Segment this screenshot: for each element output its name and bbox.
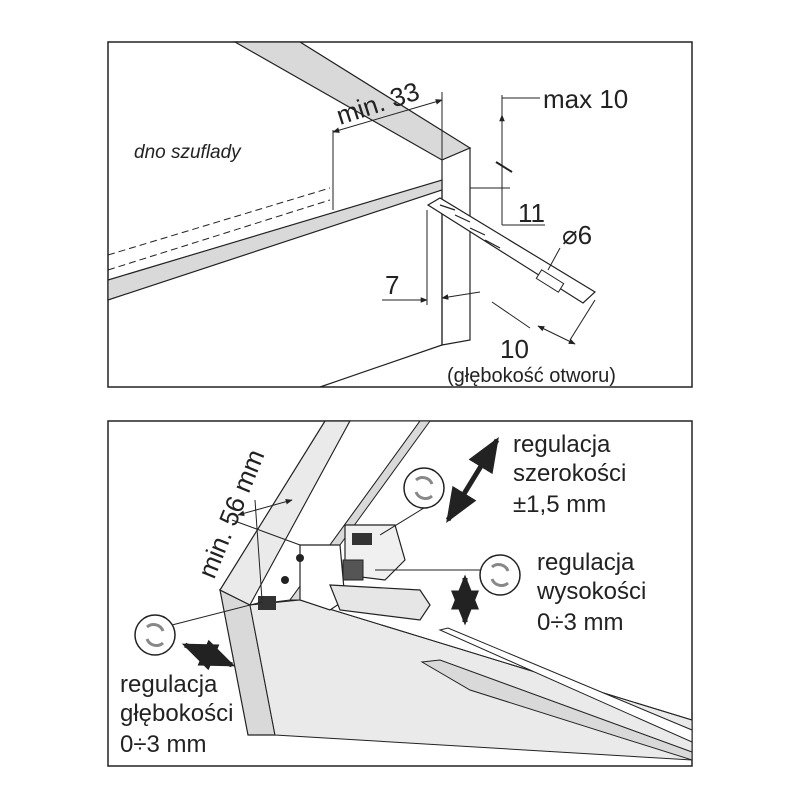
depth-adjust-arrow [181, 639, 236, 671]
drawer-bottom-label: dno szuflady [134, 142, 242, 163]
min56-ext-2 [254, 499, 263, 601]
depth-ext-1 [491, 301, 531, 329]
width-adjust-leader [379, 507, 425, 536]
max10-label: max 10 [543, 84, 628, 114]
dim11-label: 11 [518, 198, 545, 228]
min56-ext-1 [231, 519, 301, 546]
height-adj-line3: 0÷3 mm [537, 609, 624, 636]
width-rotate-glyph [414, 475, 434, 501]
hole-mark [495, 161, 513, 173]
depth-adjust-screw [258, 596, 276, 610]
hidden-line-2 [107, 199, 331, 271]
bottom-panel: min. 56 mm regulacja szerokości ±1,5 mm … [107, 420, 693, 767]
depth-adj-line2: głębokości [120, 700, 233, 727]
width-adj-line3: ±1,5 mm [513, 491, 606, 518]
side-panel-line [299, 599, 693, 721]
coupling-screw-block [342, 559, 364, 581]
drill-bit [426, 197, 596, 304]
runner-rail-bottom [420, 659, 693, 761]
diameter-label: ⌀6 [562, 220, 592, 250]
depth-dim-line [537, 325, 576, 345]
width-adj-line2: szerokości [513, 460, 626, 487]
runner-rail-top [438, 627, 693, 743]
drawer-front-edge [441, 147, 471, 346]
drill-flutes [439, 204, 501, 249]
min33-dim-line [332, 99, 443, 133]
depth-adjust-leader [171, 601, 263, 626]
bracket-screw [296, 554, 304, 562]
depth-rotate-glyph [145, 622, 165, 648]
dim7-label: 7 [385, 270, 399, 300]
dim7-arrow-right [441, 291, 481, 300]
coupling-label-plate [352, 533, 372, 545]
body-lower-edge [319, 344, 443, 388]
diameter-leader [547, 247, 561, 271]
width-adjust-arrow [445, 437, 500, 523]
coupling-lever [329, 584, 431, 621]
height-adjust-icon [479, 554, 521, 596]
depth-adj-line1: regulacja [120, 671, 218, 698]
height-rotate-icon [479, 554, 521, 596]
width-adj-line1: regulacja [513, 431, 611, 458]
height-adj-line2: wysokości [536, 578, 646, 605]
depth-adj-line3: 0÷3 mm [120, 731, 207, 758]
bracket-screw-2 [281, 576, 289, 584]
hidden-line-1 [107, 187, 331, 256]
depth-adjust-icon [134, 614, 176, 656]
height-rotate-glyph [490, 562, 510, 588]
coupling-mechanism [258, 524, 431, 621]
width-adjust-icon [403, 467, 445, 509]
top-panel: min. 33 dno szuflady max 10 11 ⌀6 7 10 (… [107, 41, 693, 388]
min56-dim-line [237, 498, 293, 517]
drill-collar [535, 269, 565, 293]
depth-value-label: 10 [500, 334, 529, 364]
depth-rotate-icon [134, 614, 176, 656]
depth-caption: (głębokość otworu) [447, 365, 616, 387]
height-adj-line1: regulacja [537, 549, 635, 576]
width-rotate-icon [403, 467, 445, 509]
